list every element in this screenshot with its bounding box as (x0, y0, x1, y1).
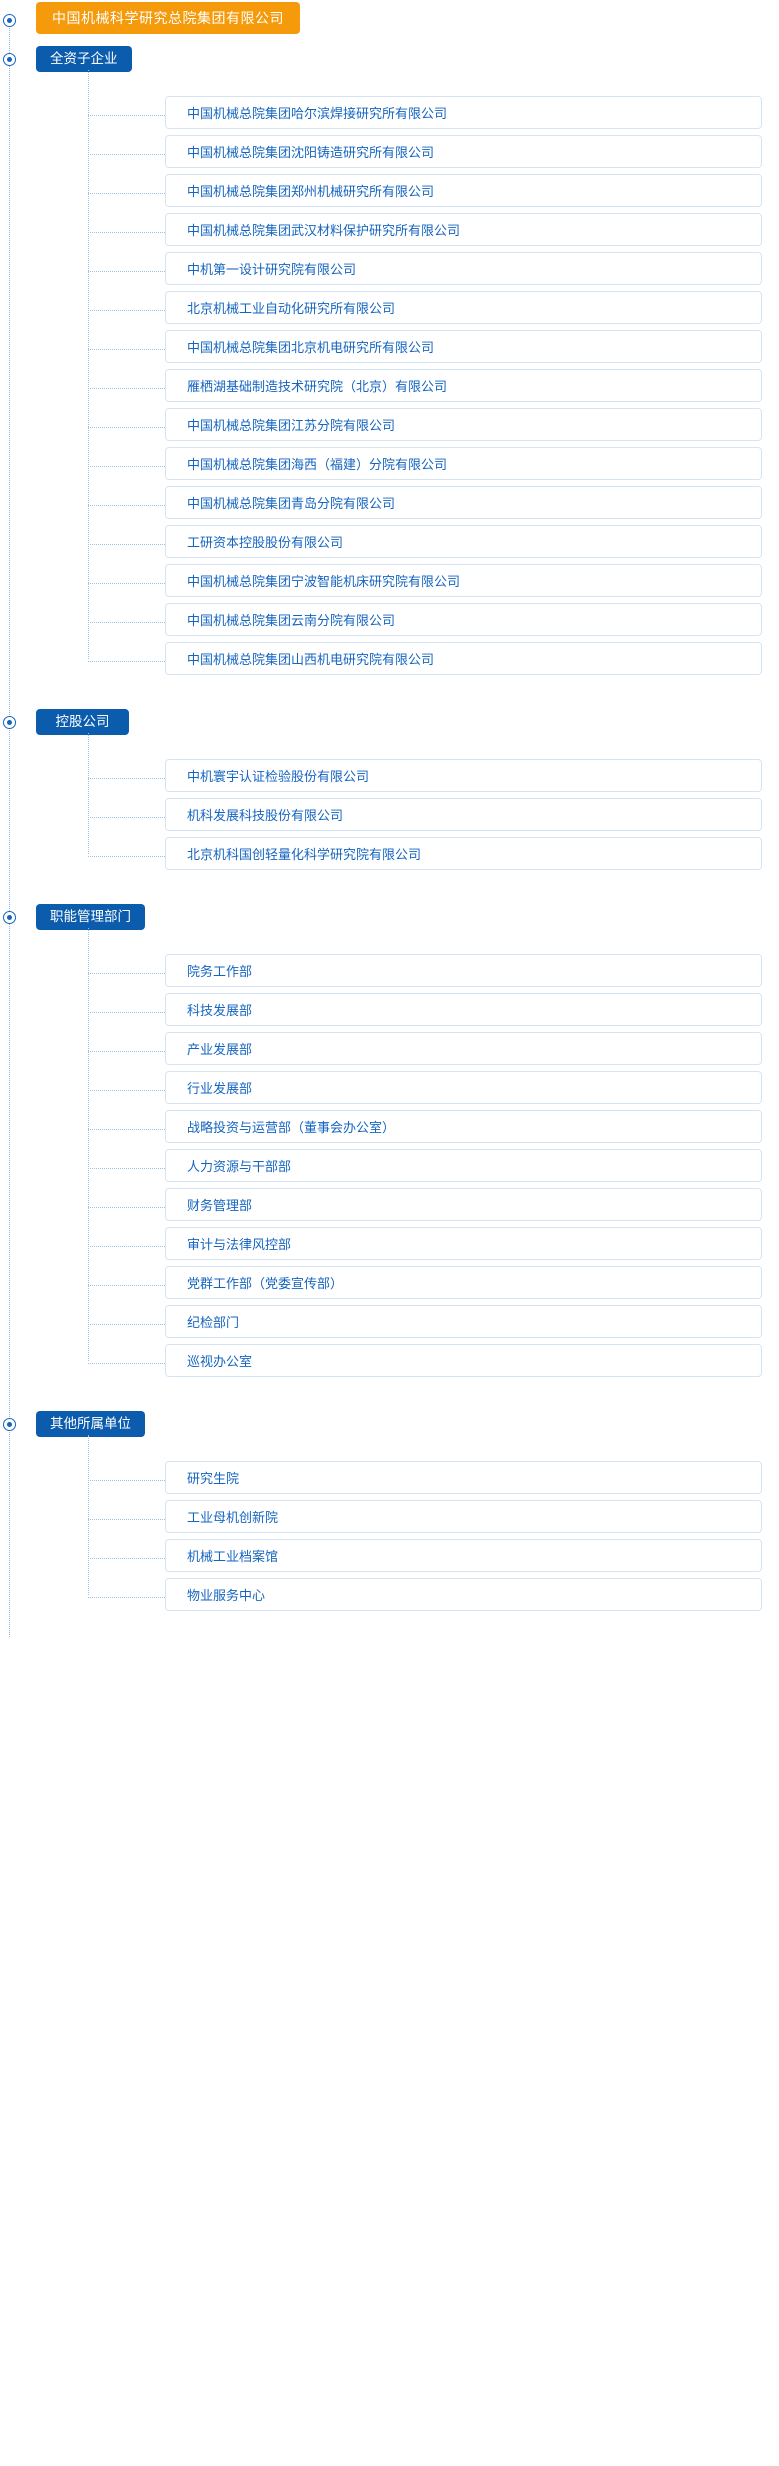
groups-container: 全资子企业中国机械总院集团哈尔滨焊接研究所有限公司中国机械总院集团沈阳铸造研究所… (0, 38, 779, 1637)
org-unit-box[interactable]: 中国机械总院集团江苏分院有限公司 (165, 408, 762, 441)
group-header: 职能管理部门 (0, 896, 779, 954)
root-row: 中国机械科学研究总院集团有限公司 (0, 0, 779, 38)
list-item: 科技发展部 (0, 993, 779, 1032)
list-item: 机械工业档案馆 (0, 1539, 779, 1578)
group: 其他所属单位研究生院工业母机创新院机械工业档案馆物业服务中心 (0, 1403, 779, 1637)
group-header: 控股公司 (0, 701, 779, 759)
group-items: 研究生院工业母机创新院机械工业档案馆物业服务中心 (0, 1435, 779, 1617)
org-unit-box[interactable]: 科技发展部 (165, 993, 762, 1026)
main-vertical-connector (9, 18, 10, 1637)
org-unit-box[interactable]: 北京机科国创轻量化科学研究院有限公司 (165, 837, 762, 870)
list-item: 行业发展部 (0, 1071, 779, 1110)
group: 控股公司中机寰宇认证检验股份有限公司机科发展科技股份有限公司北京机科国创轻量化科… (0, 701, 779, 896)
list-item: 党群工作部（党委宣传部） (0, 1266, 779, 1305)
group-items: 院务工作部科技发展部产业发展部行业发展部战略投资与运营部（董事会办公室） 人力资源… (0, 928, 779, 1383)
org-unit-box[interactable]: 物业服务中心 (165, 1578, 762, 1611)
list-item: 院务工作部 (0, 954, 779, 993)
list-item: 中国机械总院集团江苏分院有限公司 (0, 408, 779, 447)
group-spacer (0, 681, 779, 701)
org-unit-box[interactable]: 中机第一设计研究院有限公司 (165, 252, 762, 285)
group-items: 中机寰宇认证检验股份有限公司机科发展科技股份有限公司北京机科国创轻量化科学研究院… (0, 733, 779, 876)
org-unit-box[interactable]: 行业发展部 (165, 1071, 762, 1104)
org-unit-box[interactable]: 中机寰宇认证检验股份有限公司 (165, 759, 762, 792)
group: 全资子企业中国机械总院集团哈尔滨焊接研究所有限公司中国机械总院集团沈阳铸造研究所… (0, 38, 779, 701)
list-item: 北京机械工业自动化研究所有限公司 (0, 291, 779, 330)
org-unit-box[interactable]: 人力资源与干部部 (165, 1149, 762, 1182)
list-item: 中国机械总院集团山西机电研究院有限公司 (0, 642, 779, 681)
list-item: 研究生院 (0, 1461, 779, 1500)
org-unit-box[interactable]: 产业发展部 (165, 1032, 762, 1065)
group-title-2[interactable]: 控股公司 (36, 709, 129, 735)
list-item: 工业母机创新院 (0, 1500, 779, 1539)
org-unit-box[interactable]: 中国机械总院集团哈尔滨焊接研究所有限公司 (165, 96, 762, 129)
org-unit-box[interactable]: 北京机械工业自动化研究所有限公司 (165, 291, 762, 324)
list-item: 北京机科国创轻量化科学研究院有限公司 (0, 837, 779, 876)
org-unit-box[interactable]: 工研资本控股股份有限公司 (165, 525, 762, 558)
org-unit-box[interactable]: 院务工作部 (165, 954, 762, 987)
org-unit-box[interactable]: 战略投资与运营部（董事会办公室） (165, 1110, 762, 1143)
list-item: 中国机械总院集团云南分院有限公司 (0, 603, 779, 642)
group-header: 其他所属单位 (0, 1403, 779, 1461)
org-unit-box[interactable]: 中国机械总院集团山西机电研究院有限公司 (165, 642, 762, 675)
group-marker-icon (3, 911, 16, 924)
org-unit-box[interactable]: 中国机械总院集团云南分院有限公司 (165, 603, 762, 636)
list-item: 物业服务中心 (0, 1578, 779, 1617)
org-unit-box[interactable]: 雁栖湖基础制造技术研究院（北京）有限公司 (165, 369, 762, 402)
list-item: 巡视办公室 (0, 1344, 779, 1383)
list-item: 中国机械总院集团海西（福建）分院有限公司 (0, 447, 779, 486)
list-item: 中国机械总院集团北京机电研究所有限公司 (0, 330, 779, 369)
group-spacer (0, 1383, 779, 1403)
list-item: 中国机械总院集团宁波智能机床研究院有限公司 (0, 564, 779, 603)
list-item: 中国机械总院集团哈尔滨焊接研究所有限公司 (0, 96, 779, 135)
group-title-1[interactable]: 全资子企业 (36, 46, 132, 72)
group-header: 全资子企业 (0, 38, 779, 96)
list-item: 产业发展部 (0, 1032, 779, 1071)
list-item: 中国机械总院集团武汉材料保护研究所有限公司 (0, 213, 779, 252)
org-unit-box[interactable]: 巡视办公室 (165, 1344, 762, 1377)
list-item: 工研资本控股股份有限公司 (0, 525, 779, 564)
root-node[interactable]: 中国机械科学研究总院集团有限公司 (36, 2, 300, 34)
org-unit-box[interactable]: 机科发展科技股份有限公司 (165, 798, 762, 831)
list-item: 机科发展科技股份有限公司 (0, 798, 779, 837)
group-title-3[interactable]: 职能管理部门 (36, 904, 145, 930)
root-node-marker-icon (3, 14, 16, 27)
group-marker-icon (3, 53, 16, 66)
org-unit-box[interactable]: 中国机械总院集团宁波智能机床研究院有限公司 (165, 564, 762, 597)
list-item: 审计与法律风控部 (0, 1227, 779, 1266)
org-unit-box[interactable]: 审计与法律风控部 (165, 1227, 762, 1260)
org-unit-box[interactable]: 中国机械总院集团青岛分院有限公司 (165, 486, 762, 519)
org-unit-box[interactable]: 党群工作部（党委宣传部） (165, 1266, 762, 1299)
list-item: 中机寰宇认证检验股份有限公司 (0, 759, 779, 798)
list-item: 中国机械总院集团青岛分院有限公司 (0, 486, 779, 525)
group-items: 中国机械总院集团哈尔滨焊接研究所有限公司中国机械总院集团沈阳铸造研究所有限公司中… (0, 70, 779, 681)
org-unit-box[interactable]: 财务管理部 (165, 1188, 762, 1221)
list-item: 中机第一设计研究院有限公司 (0, 252, 779, 291)
org-unit-box[interactable]: 中国机械总院集团郑州机械研究所有限公司 (165, 174, 762, 207)
list-item: 中国机械总院集团郑州机械研究所有限公司 (0, 174, 779, 213)
org-unit-box[interactable]: 中国机械总院集团沈阳铸造研究所有限公司 (165, 135, 762, 168)
org-unit-box[interactable]: 纪检部门 (165, 1305, 762, 1338)
org-unit-box[interactable]: 工业母机创新院 (165, 1500, 762, 1533)
group: 职能管理部门院务工作部科技发展部产业发展部行业发展部战略投资与运营部（董事会办公… (0, 896, 779, 1403)
org-unit-box[interactable]: 中国机械总院集团北京机电研究所有限公司 (165, 330, 762, 363)
group-marker-icon (3, 716, 16, 729)
group-spacer (0, 876, 779, 896)
group-marker-icon (3, 1418, 16, 1431)
list-item: 战略投资与运营部（董事会办公室） (0, 1110, 779, 1149)
org-unit-box[interactable]: 研究生院 (165, 1461, 762, 1494)
org-unit-box[interactable]: 机械工业档案馆 (165, 1539, 762, 1572)
list-item: 雁栖湖基础制造技术研究院（北京）有限公司 (0, 369, 779, 408)
group-spacer (0, 1617, 779, 1637)
list-item: 中国机械总院集团沈阳铸造研究所有限公司 (0, 135, 779, 174)
org-unit-box[interactable]: 中国机械总院集团武汉材料保护研究所有限公司 (165, 213, 762, 246)
org-unit-box[interactable]: 中国机械总院集团海西（福建）分院有限公司 (165, 447, 762, 480)
list-item: 人力资源与干部部 (0, 1149, 779, 1188)
list-item: 财务管理部 (0, 1188, 779, 1227)
list-item: 纪检部门 (0, 1305, 779, 1344)
org-chart: 中国机械科学研究总院集团有限公司 全资子企业中国机械总院集团哈尔滨焊接研究所有限… (0, 0, 779, 1637)
group-title-4[interactable]: 其他所属单位 (36, 1411, 145, 1437)
